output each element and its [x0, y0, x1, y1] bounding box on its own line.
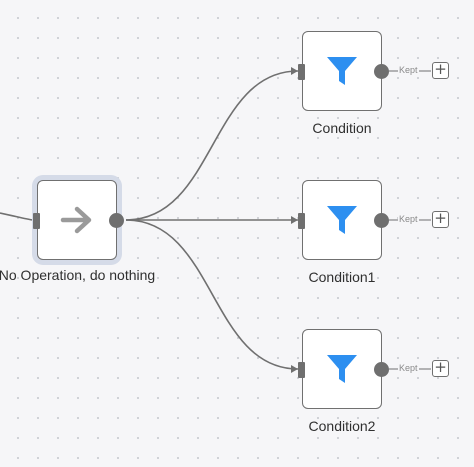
input-handle[interactable]	[33, 213, 40, 229]
arrowhead-condition2	[291, 365, 298, 373]
output-handle[interactable]	[374, 362, 389, 377]
filter-icon	[325, 352, 359, 386]
connection-to-condition2[interactable]	[125, 219, 299, 370]
arrowhead-condition	[291, 67, 298, 75]
output-handle[interactable]	[109, 213, 124, 228]
add-node-button-condition2[interactable]: +	[432, 360, 449, 377]
arrowhead-condition1	[291, 216, 298, 224]
node-condition2[interactable]	[298, 329, 389, 409]
arrow-right-icon	[60, 205, 94, 235]
filter-icon	[325, 54, 359, 88]
node-label-condition: Condition	[312, 120, 372, 136]
incoming-connection	[0, 212, 34, 221]
output-handle[interactable]	[374, 64, 389, 79]
connection-to-condition[interactable]	[125, 70, 299, 221]
output-handle[interactable]	[374, 213, 389, 228]
input-handle[interactable]	[298, 213, 305, 229]
node-condition1[interactable]	[298, 180, 389, 260]
add-node-button-condition[interactable]: +	[432, 62, 449, 79]
node-condition[interactable]	[298, 31, 389, 111]
node-no-operation[interactable]	[33, 180, 124, 260]
add-node-button-condition1[interactable]: +	[432, 211, 449, 228]
node-label-condition2: Condition2	[308, 418, 376, 434]
input-handle[interactable]	[298, 64, 305, 80]
input-handle[interactable]	[298, 362, 305, 378]
output-label-condition2: Kept	[398, 363, 419, 373]
output-label-condition: Kept	[398, 65, 419, 75]
filter-icon	[325, 203, 359, 237]
output-label-condition1: Kept	[398, 214, 419, 224]
node-label-no-operation: No Operation, do nothing	[0, 267, 156, 283]
node-label-condition1: Condition1	[308, 269, 376, 285]
